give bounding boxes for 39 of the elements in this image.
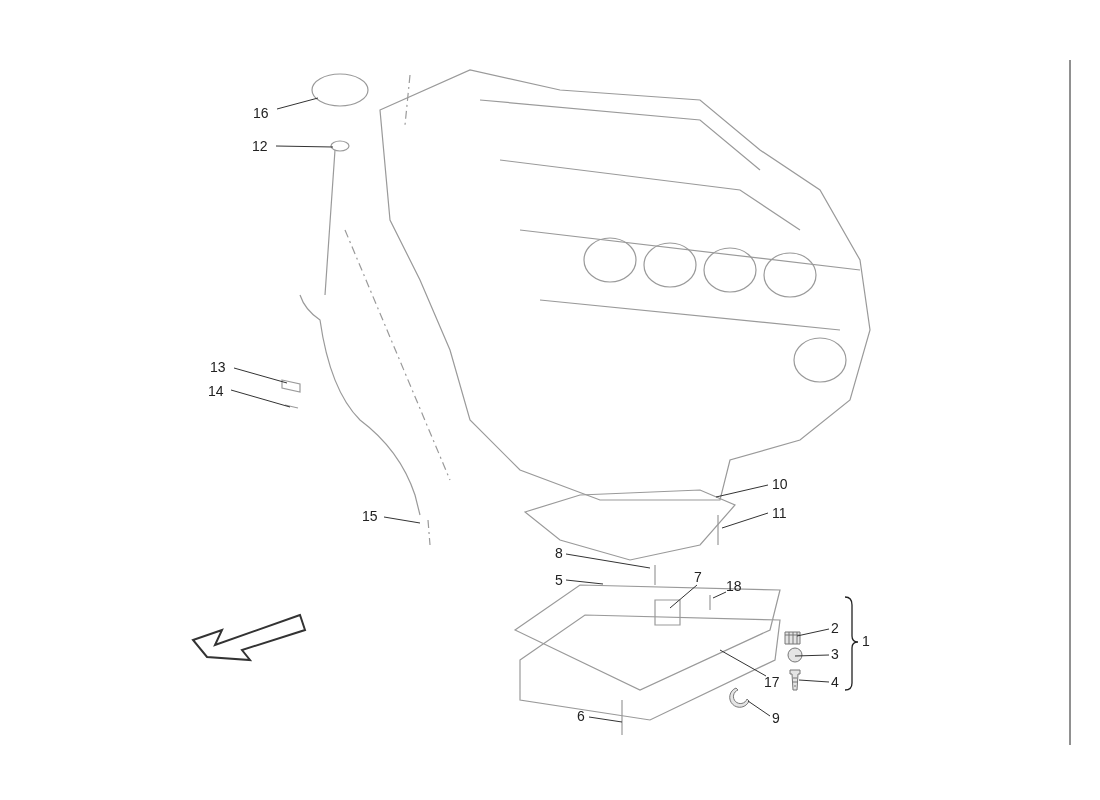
circlip-drawing <box>729 687 750 708</box>
callout-number: 5 <box>555 572 563 588</box>
callout-number: 14 <box>208 383 224 399</box>
leader-line <box>719 649 767 677</box>
callout-number: 4 <box>831 674 839 690</box>
leader-line <box>796 628 830 637</box>
cap-drawing <box>784 631 801 645</box>
leader-line <box>721 512 769 529</box>
leader-line <box>798 679 830 683</box>
leader-line <box>233 367 288 384</box>
callout-number: 7 <box>694 569 702 585</box>
callout-number: 13 <box>210 359 226 375</box>
callout-number: 9 <box>772 710 780 726</box>
callout-number: 16 <box>253 105 269 121</box>
leader-line <box>669 584 698 609</box>
callout-number: 17 <box>764 674 780 690</box>
callout-number: 10 <box>772 476 788 492</box>
callout-number: 18 <box>726 578 742 594</box>
callout-number: 8 <box>555 545 563 561</box>
leader-line <box>588 716 623 723</box>
leader-line <box>275 145 334 148</box>
callout-number: 1 <box>862 633 870 649</box>
plug-drawing <box>789 669 801 691</box>
leader-line <box>383 516 421 524</box>
leader-line <box>276 97 319 110</box>
leader-line <box>565 553 651 569</box>
leader-line <box>230 389 291 408</box>
leader-line <box>712 591 727 599</box>
callout-number: 11 <box>772 505 787 521</box>
callout-number: 2 <box>831 620 839 636</box>
leader-line <box>747 700 771 717</box>
callout-number: 6 <box>577 708 585 724</box>
callout-number: 12 <box>252 138 268 154</box>
leader-line <box>715 484 769 498</box>
leader-line <box>565 579 604 585</box>
part-circle <box>787 647 803 663</box>
leader-line <box>794 654 830 657</box>
callout-number: 3 <box>831 646 839 662</box>
callout-number: 15 <box>362 508 378 524</box>
